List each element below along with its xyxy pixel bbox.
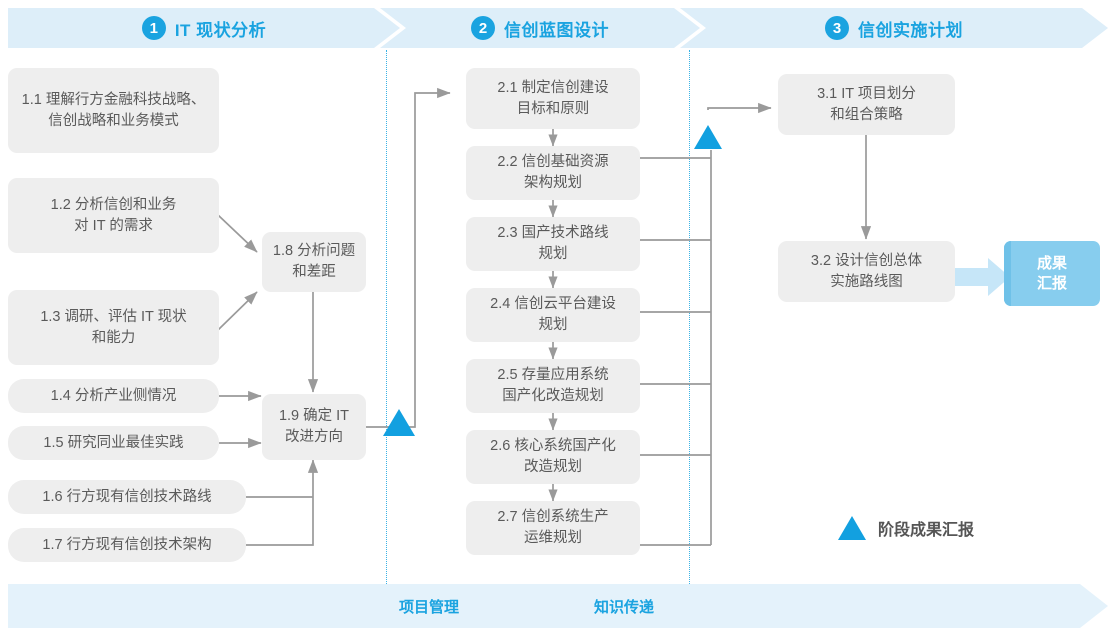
phase-header-2-label: 2 信创蓝图设计 [380,8,700,48]
wire-milestone-to-3-1 [707,102,772,114]
phase-title-1: IT 现状分析 [174,20,267,40]
bottom-band[interactable]: 项目管理 知识传递 [8,584,1108,628]
phase-header-1-label: 1 IT 现状分析 [8,8,400,48]
phase-header-2-shape [380,8,700,48]
task-box-1-7[interactable]: 1.7 行方现有信创技术架构 [8,528,246,562]
task-box-2-7[interactable]: 2.7 信创系统生产 运维规划 [466,501,640,555]
bottom-band-item-1[interactable]: 知识传递 [594,598,655,616]
task-box-1-9[interactable]: 1.9 确定 IT 改进方向 [262,394,366,460]
phase-header-3-shape [680,8,1108,48]
task-box-1-8[interactable]: 1.8 分析问题 和差距 [262,232,366,292]
wire-1-2-to-1-8 [217,214,258,253]
task-box-1-3[interactable]: 1.3 调研、评估 IT 现状 和能力 [8,290,219,365]
wire-1-9-to-2-1 [366,87,451,428]
task-box-2-5[interactable]: 2.5 存量应用系统 国产化改造规划 [466,359,640,413]
phase-header-1[interactable]: 1 IT 现状分析 [8,8,400,48]
task-box-2-3[interactable]: 2.3 国产技术路线 规划 [466,217,640,271]
bottom-band-item-0[interactable]: 项目管理 [399,598,460,616]
milestone-triangle-icon [838,516,866,540]
task-box-3-2[interactable]: 3.2 设计信创总体 实施路线图 [778,241,955,302]
phase-number-2: 2 [471,16,495,40]
deliverable-box[interactable]: 成果 汇报 [1004,241,1100,306]
phase-header-1-shape [8,8,400,48]
phase-number-1: 1 [141,16,166,40]
phase-header-2[interactable]: 2 信创蓝图设计 [380,8,700,48]
phase-title-2: 信创蓝图设计 [504,20,609,40]
task-box-3-1[interactable]: 3.1 IT 项目划分 和组合策略 [778,74,955,135]
task-box-1-1[interactable]: 1.1 理解行方金融科技战略、 信创战略和业务模式 [8,68,219,153]
phase-header-3[interactable]: 3 信创实施计划 [680,8,1108,48]
task-box-2-4[interactable]: 2.4 信创云平台建设 规划 [466,288,640,342]
column-divider-1 [386,50,387,584]
task-box-1-5[interactable]: 1.5 研究同业最佳实践 [8,426,219,460]
task-box-1-2[interactable]: 1.2 分析信创和业务 对 IT 的需求 [8,178,219,253]
wire-1-7-to-1-9 [246,459,319,546]
task-box-1-4[interactable]: 1.4 分析产业侧情况 [8,379,219,413]
phase-header-3-label: 3 信创实施计划 [680,8,1108,48]
bottom-band-shape [8,584,1108,628]
phase-title-3: 信创实施计划 [858,20,963,40]
task-box-1-6[interactable]: 1.6 行方现有信创技术路线 [8,480,246,514]
task-box-2-6[interactable]: 2.6 核心系统国产化 改造规划 [466,430,640,484]
milestone-triangle-phase1 [383,409,415,436]
legend: 阶段成果汇报 [838,516,974,540]
task-box-2-2[interactable]: 2.2 信创基础资源 架构规划 [466,146,640,200]
legend-label: 阶段成果汇报 [878,522,975,539]
wire-1-3-to-1-8 [217,291,258,331]
deliverable-arrow [955,258,1010,296]
task-box-2-1[interactable]: 2.1 制定信创建设 目标和原则 [466,68,640,129]
milestone-triangle-phase2 [694,125,722,149]
column-divider-2 [689,50,690,584]
phase-number-3: 3 [825,16,849,40]
